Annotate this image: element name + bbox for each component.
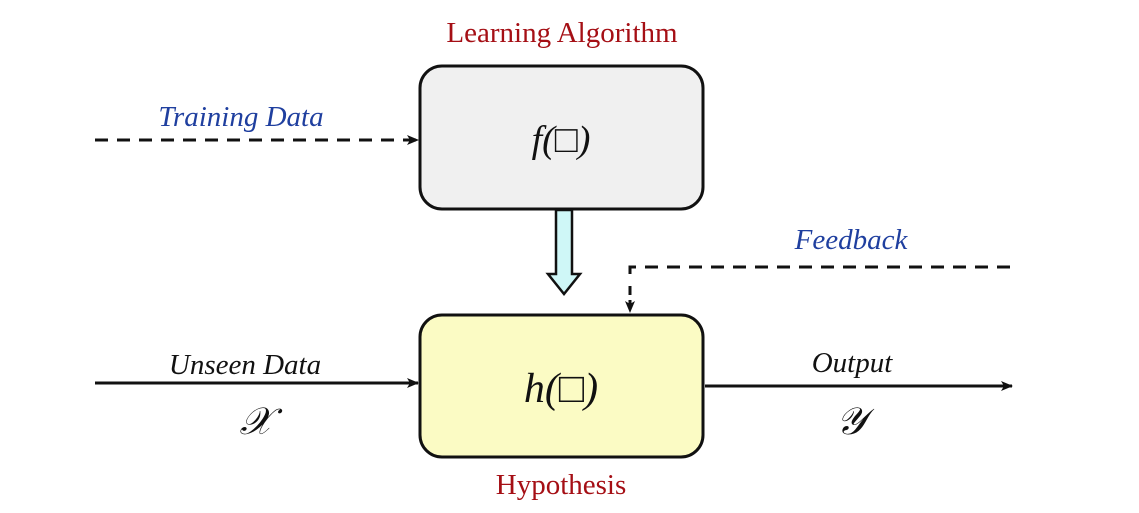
learning-algorithm-label: Learning Algorithm bbox=[446, 17, 678, 49]
output-label: Output bbox=[812, 347, 894, 379]
feedback-path bbox=[628, 265, 1010, 279]
algorithm-box-label: f(□) bbox=[532, 119, 591, 161]
output-symbol: 𝒴 bbox=[836, 401, 875, 443]
hypothesis-box-label: h(□) bbox=[524, 366, 598, 412]
hypothesis-label: Hypothesis bbox=[496, 469, 627, 501]
unseen-data-label: Unseen Data bbox=[169, 349, 321, 381]
input-symbol: 𝒳 bbox=[240, 401, 283, 443]
transfer-arrow bbox=[545, 208, 583, 297]
training-data-label: Training Data bbox=[158, 101, 323, 133]
hypothesis-box bbox=[418, 313, 705, 459]
feedback-label: Feedback bbox=[794, 224, 909, 256]
